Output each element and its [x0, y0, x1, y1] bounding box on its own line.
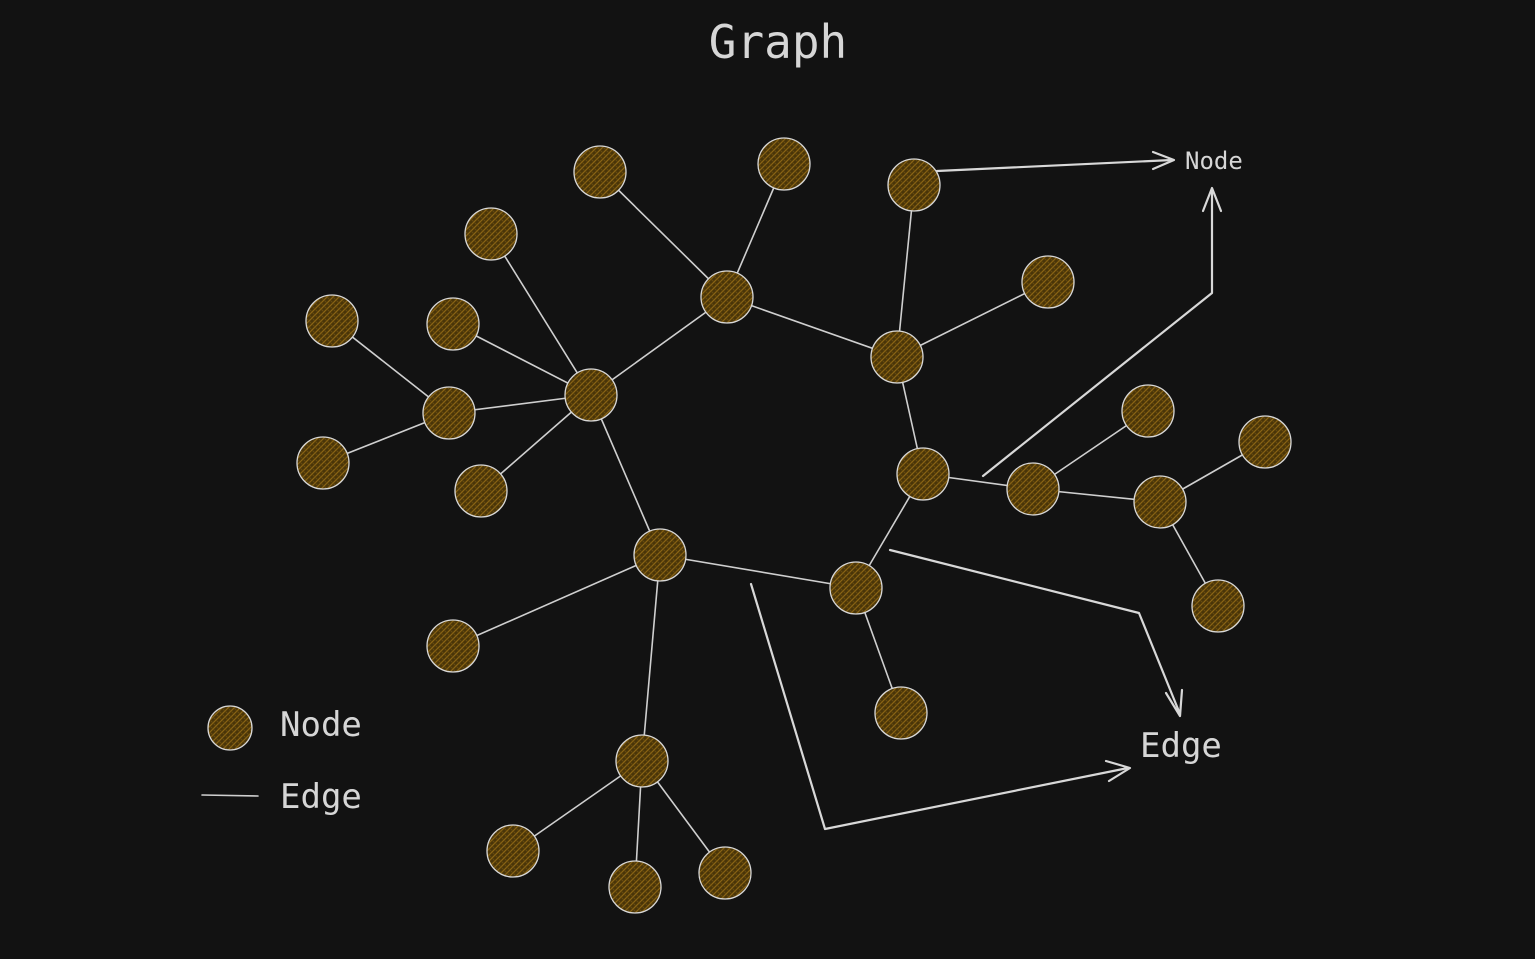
graph-node	[829, 561, 883, 615]
graph-node	[426, 297, 480, 351]
graph-node	[1238, 415, 1292, 469]
graph-edge	[590, 394, 661, 556]
graph-edge	[896, 184, 915, 358]
graph-node	[1121, 384, 1175, 438]
graph-node	[633, 528, 687, 582]
nodes-layer	[296, 137, 1292, 914]
node-annotation-label: Node	[1185, 147, 1243, 175]
graph-node	[573, 145, 627, 199]
node-arrow-from-center	[981, 188, 1214, 478]
graph-edge	[726, 296, 898, 358]
graph-edge	[659, 554, 857, 589]
graph-node	[305, 294, 359, 348]
legend-node-label: Node	[280, 705, 362, 745]
graph-node	[426, 619, 480, 673]
graph-node	[1191, 579, 1245, 633]
graph-node	[896, 447, 950, 501]
graph-node	[1021, 255, 1075, 309]
graph-node	[700, 270, 754, 324]
graph-node	[874, 686, 928, 740]
graph-node	[1133, 475, 1187, 529]
graph-node	[870, 330, 924, 384]
graph-edge	[599, 171, 728, 298]
edge-annotation-arrows	[749, 548, 1184, 831]
graph-node	[422, 386, 476, 440]
node-annotation-arrows	[935, 150, 1223, 478]
graph-node	[887, 158, 941, 212]
graph-node	[608, 860, 662, 914]
edges-layer	[322, 163, 1266, 888]
node-arrow-head-up	[1201, 186, 1223, 213]
legend-edge-label: Edge	[280, 777, 362, 817]
graph-node	[615, 734, 669, 788]
line-icon	[201, 794, 259, 797]
graph-node	[1006, 462, 1060, 516]
hatched-circle-icon	[207, 705, 253, 751]
graph-node	[698, 846, 752, 900]
graph-node	[296, 436, 350, 490]
graph-node	[454, 464, 508, 518]
graph-node	[757, 137, 811, 191]
graph-edge	[490, 233, 592, 396]
graph-edge	[641, 554, 661, 762]
edge-arrow-right	[888, 548, 1182, 716]
graph-node	[564, 368, 618, 422]
page-title: Graph	[709, 15, 847, 69]
graph-node	[486, 824, 540, 878]
graph-node	[464, 207, 518, 261]
legend: Node Edge	[201, 705, 362, 817]
edge-annotation-label: Edge	[1140, 726, 1222, 766]
edge-arrow-head-right	[1104, 759, 1132, 783]
node-arrow-head-right	[1151, 150, 1176, 171]
edge-arrow-head-down	[1164, 688, 1184, 718]
graph-edge	[452, 554, 661, 647]
node-arrow-from-top-node	[935, 158, 1174, 173]
edge-arrow-bottom	[749, 582, 1130, 831]
graph-edge	[896, 281, 1049, 358]
graph-edge	[590, 296, 728, 396]
